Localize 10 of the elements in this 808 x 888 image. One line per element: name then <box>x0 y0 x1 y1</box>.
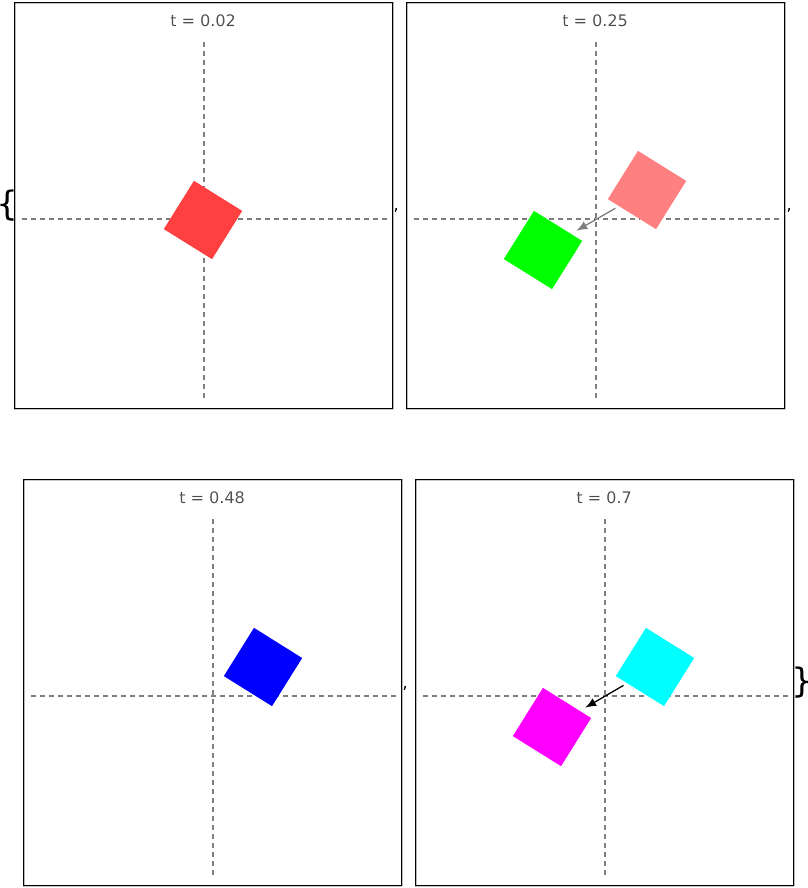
plot-panel: t = 0.7 <box>415 479 794 886</box>
brace: { <box>0 189 14 221</box>
arrow <box>586 684 624 708</box>
plot-panel: t = 0.25 <box>406 2 786 410</box>
arrow <box>578 208 616 230</box>
plot-panel: t = 0.02 <box>14 2 394 410</box>
comma: , <box>394 208 397 212</box>
comma: , <box>404 686 406 690</box>
plot-panel: t = 0.48 <box>23 479 402 886</box>
comma: , <box>788 208 790 212</box>
